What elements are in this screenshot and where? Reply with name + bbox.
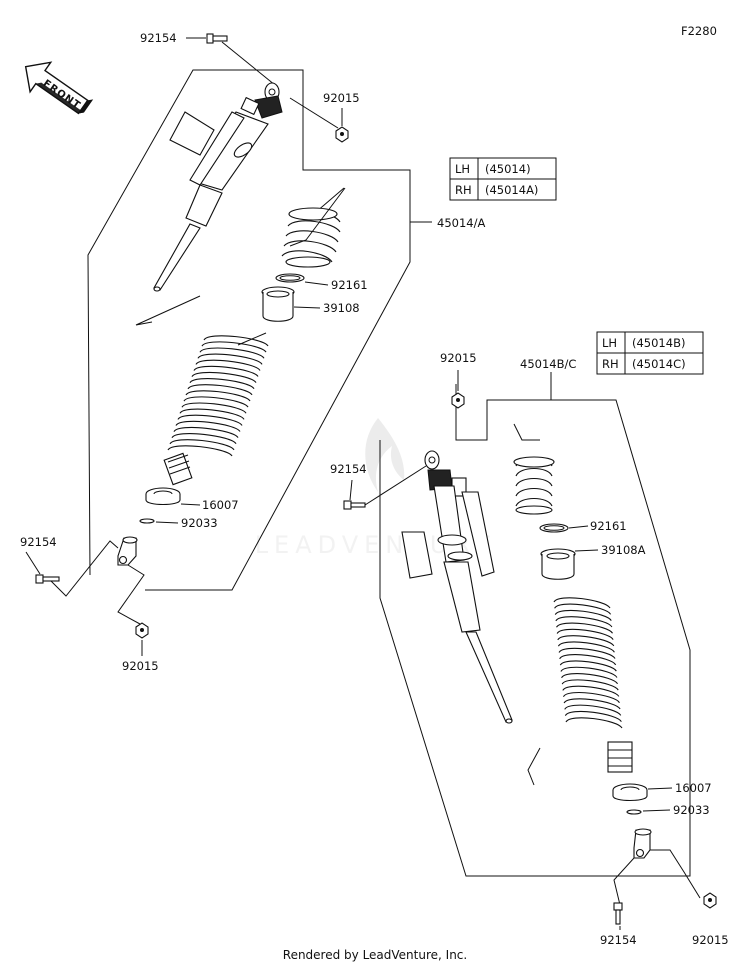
clip-92033-lower[interactable] bbox=[626, 809, 671, 815]
bolt-92154-lower-bottom[interactable] bbox=[613, 902, 623, 925]
bump-stop-upper[interactable] bbox=[163, 452, 193, 486]
nut-92015-top[interactable] bbox=[335, 126, 349, 143]
shock-absorber-lower[interactable] bbox=[401, 450, 513, 724]
label-45014BC[interactable]: 45014B/C bbox=[520, 357, 576, 371]
spring-seat-16007-upper[interactable] bbox=[145, 487, 201, 506]
spring-seat-16007-lower[interactable] bbox=[612, 783, 673, 802]
rendered-by-footer: Rendered by LeadVenture, Inc. bbox=[282, 948, 468, 962]
label-92154-lower-bottom[interactable]: 92154 bbox=[600, 933, 637, 947]
label-92154-left[interactable]: 92154 bbox=[20, 535, 57, 549]
table-lower-rh-side: RH bbox=[602, 357, 619, 371]
label-92015-lower-top[interactable]: 92015 bbox=[440, 351, 477, 365]
table-lower-rh-part: (45014C) bbox=[632, 357, 686, 371]
label-92033-upper[interactable]: 92033 bbox=[181, 516, 218, 530]
table-upper-lh-side: LH bbox=[455, 162, 470, 176]
ring-92161-lower[interactable] bbox=[539, 523, 589, 533]
label-16007-lower[interactable]: 16007 bbox=[675, 781, 712, 795]
bolt-92154-left[interactable] bbox=[35, 574, 60, 584]
label-92015-left[interactable]: 92015 bbox=[122, 659, 159, 673]
shock-absorber-upper[interactable] bbox=[153, 82, 283, 292]
label-92015-lower-bottom[interactable]: 92015 bbox=[692, 933, 729, 947]
clip-92033-upper[interactable] bbox=[139, 518, 179, 524]
bolt-92154-top[interactable] bbox=[186, 33, 228, 44]
table-upper-rh-part: (45014A) bbox=[485, 183, 538, 197]
spring-small-lower[interactable] bbox=[513, 423, 555, 515]
front-arrow-icon: FRONT bbox=[24, 61, 94, 115]
lower-eye-upper[interactable] bbox=[117, 536, 138, 566]
label-45014A[interactable]: 45014/A bbox=[437, 216, 485, 230]
lower-eye-lower[interactable] bbox=[633, 828, 652, 859]
spring-large-lower[interactable] bbox=[527, 597, 623, 786]
label-92015-top[interactable]: 92015 bbox=[323, 91, 360, 105]
bushing-39108-upper[interactable] bbox=[261, 286, 321, 322]
ring-92161-upper[interactable] bbox=[275, 273, 329, 286]
label-92033-lower[interactable]: 92033 bbox=[673, 803, 710, 817]
variant-table-upper: LH (45014) RH (45014A) bbox=[449, 157, 557, 201]
label-92154-lower-mid[interactable]: 92154 bbox=[330, 462, 367, 476]
nut-92015-lower-bottom[interactable] bbox=[703, 892, 717, 909]
label-92154-top[interactable]: 92154 bbox=[140, 31, 177, 45]
table-lower-lh-part: (45014B) bbox=[632, 336, 685, 350]
bushing-39108A-lower[interactable] bbox=[540, 548, 599, 580]
label-92161-lower[interactable]: 92161 bbox=[590, 519, 627, 533]
label-92161-upper[interactable]: 92161 bbox=[331, 278, 368, 292]
lower-shock-assembly bbox=[343, 370, 717, 930]
spring-small-upper[interactable] bbox=[281, 187, 345, 268]
bolt-92154-lower-mid[interactable] bbox=[343, 500, 366, 510]
nut-92015-left[interactable] bbox=[135, 622, 149, 639]
table-upper-rh-side: RH bbox=[455, 183, 472, 197]
label-39108A-lower[interactable]: 39108A bbox=[601, 543, 646, 557]
label-39108-upper[interactable]: 39108 bbox=[323, 301, 360, 315]
spring-large-upper[interactable] bbox=[167, 332, 269, 457]
table-lower-lh-side: LH bbox=[602, 336, 617, 350]
figure-id: F2280 bbox=[681, 24, 717, 38]
table-upper-lh-part: (45014) bbox=[485, 162, 531, 176]
upper-shock-assembly bbox=[25, 33, 432, 656]
label-16007-upper[interactable]: 16007 bbox=[202, 498, 239, 512]
variant-table-lower: LH (45014B) RH (45014C) bbox=[596, 331, 704, 375]
nut-92015-lower-top[interactable] bbox=[451, 392, 465, 409]
bump-stop-lower[interactable] bbox=[607, 741, 633, 773]
